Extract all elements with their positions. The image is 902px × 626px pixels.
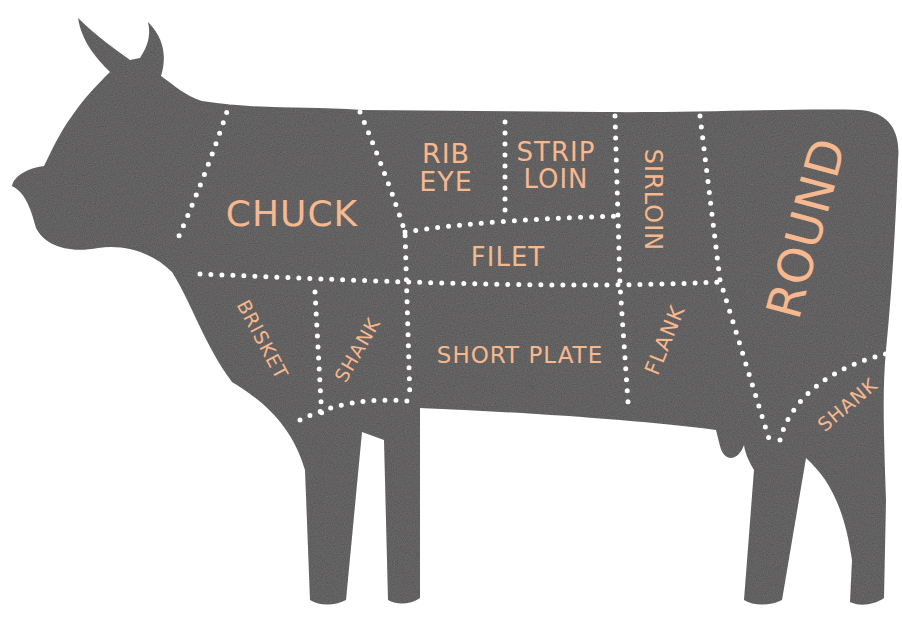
cut-label: SIRLOIN [639, 149, 664, 251]
cut-label: SHANK [332, 314, 385, 385]
cut-label: ROUND [758, 133, 854, 324]
dotted-line [175, 102, 230, 245]
dotted-line [780, 352, 895, 440]
cut-label: BRISKET [233, 297, 291, 383]
dotted-line [405, 216, 620, 232]
cut-label: SHANK [814, 375, 881, 436]
cow-silhouette [12, 18, 898, 605]
cut-label: FLANK [641, 302, 689, 378]
cut-label: STRIP LOIN [506, 139, 606, 194]
cut-label: CHUCK [226, 195, 358, 233]
dotted-line [700, 116, 770, 442]
cut-boundaries [175, 102, 895, 442]
dotted-line [300, 400, 415, 420]
cut-label: FILET [471, 244, 545, 271]
dotted-line [360, 112, 410, 400]
dotted-line [315, 292, 322, 420]
dotted-line [503, 122, 508, 215]
cut-label: RIB EYE [406, 140, 486, 197]
dotted-line [200, 274, 720, 285]
cut-label: SHORT PLATE [437, 343, 603, 367]
dotted-line [615, 116, 628, 402]
